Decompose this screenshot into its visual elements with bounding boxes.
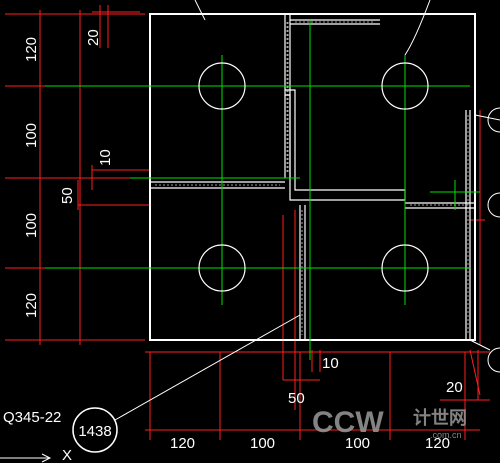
weld-hatching (155, 21, 470, 335)
bolt-hole-bottom-right (381, 244, 429, 292)
bottom-dim-3: 100 (345, 435, 370, 452)
left-dim-3: 100 (23, 213, 40, 238)
gap-top-label: 20 (85, 29, 102, 46)
gap-bottom-right-label: 20 (446, 379, 463, 396)
offset-side-label: 50 (59, 187, 76, 204)
left-dim-4: 120 (23, 293, 40, 318)
stiffeners (150, 14, 475, 340)
bolt-hole-top-right (381, 62, 429, 110)
callout-bubble (72, 407, 118, 453)
bolt-holes (198, 62, 429, 292)
watermark-cn: 计世网 (413, 407, 467, 428)
bottom-dim-1: 120 (170, 435, 195, 452)
bolt-hole-top-left (198, 62, 246, 110)
callout-number: 1438 (78, 423, 111, 440)
left-dimension-labels: 120 100 100 120 (23, 37, 40, 318)
watermark: CCW 计世网 .com.cn (312, 406, 467, 440)
bottom-dimension-labels: 120 100 100 120 (170, 435, 450, 452)
base-plate (149, 13, 476, 341)
left-dim-1: 120 (23, 37, 40, 62)
left-dim-2: 100 (23, 123, 40, 148)
bottom-dim-2: 100 (250, 435, 275, 452)
dimension-lines (5, 5, 490, 440)
axis-label: X (62, 447, 72, 463)
gap-bottom-label: 10 (322, 355, 339, 372)
bottom-dim-4: 120 (425, 435, 450, 452)
gap-side-label: 10 (97, 149, 114, 166)
centerlines (45, 20, 480, 360)
watermark-url: .com.cn (430, 430, 462, 440)
bolt-hole-bottom-left (198, 244, 246, 292)
watermark-brand: CCW (312, 406, 384, 439)
material-label: Q345-22 (3, 409, 61, 426)
offset-bottom-label: 50 (288, 390, 305, 407)
